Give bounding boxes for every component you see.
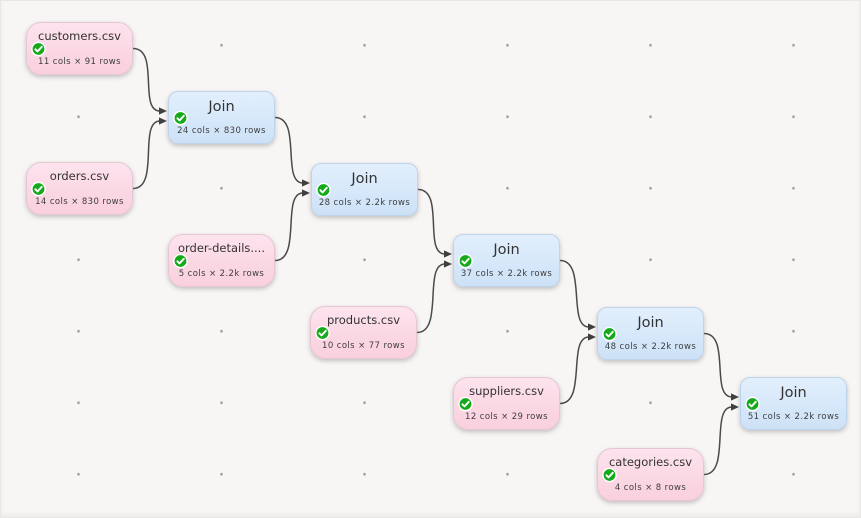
node-order-details-csv[interactable]: order-details.... 5 cols × 2.2k rows [168,234,275,287]
node-stats: 37 cols × 2.2k rows [460,269,553,279]
node-title: Join [780,385,807,401]
success-check-icon [316,182,331,197]
node-title: suppliers.csv [469,384,544,398]
node-stats: 4 cols × 8 rows [614,483,687,493]
node-title: Join [351,171,378,187]
node-join-5[interactable]: Join 51 cols × 2.2k rows [740,377,847,430]
node-join-2[interactable]: Join 28 cols × 2.2k rows [311,163,418,216]
node-customers-csv[interactable]: customers.csv 11 cols × 91 rows [26,22,133,75]
node-title: orders.csv [49,169,110,183]
node-join-4[interactable]: Join 48 cols × 2.2k rows [597,307,704,360]
node-title: categories.csv [608,455,693,469]
node-join-3[interactable]: Join 37 cols × 2.2k rows [453,234,560,287]
success-check-icon [602,467,617,482]
node-orders-csv[interactable]: orders.csv 14 cols × 830 rows [26,162,133,215]
node-title: Join [637,315,664,331]
node-title: Join [208,99,235,115]
success-check-icon [173,253,188,268]
node-stats: 14 cols × 830 rows [35,197,124,207]
success-check-icon [31,41,46,56]
node-stats: 12 cols × 29 rows [465,412,548,422]
node-title: customers.csv [38,29,121,43]
success-check-icon [602,326,617,341]
node-title: order-details.... [177,241,265,255]
node-title: products.csv [327,313,400,327]
node-products-csv[interactable]: products.csv 10 cols × 77 rows [310,306,417,359]
node-stats: 10 cols × 77 rows [322,341,405,351]
success-check-icon [745,396,760,411]
success-check-icon [458,396,473,411]
node-stats: 5 cols × 2.2k rows [178,269,265,279]
node-categories-csv[interactable]: categories.csv 4 cols × 8 rows [597,448,704,501]
success-check-icon [458,253,473,268]
success-check-icon [315,325,330,340]
node-stats: 11 cols × 91 rows [38,57,121,67]
node-title: Join [493,242,520,258]
success-check-icon [173,110,188,125]
node-stats: 48 cols × 2.2k rows [604,342,697,352]
node-suppliers-csv[interactable]: suppliers.csv 12 cols × 29 rows [453,377,560,430]
node-join-1[interactable]: Join 24 cols × 830 rows [168,91,275,144]
node-stats: 51 cols × 2.2k rows [747,412,840,422]
success-check-icon [31,181,46,196]
node-stats: 24 cols × 830 rows [177,126,266,136]
node-stats: 28 cols × 2.2k rows [318,198,411,208]
